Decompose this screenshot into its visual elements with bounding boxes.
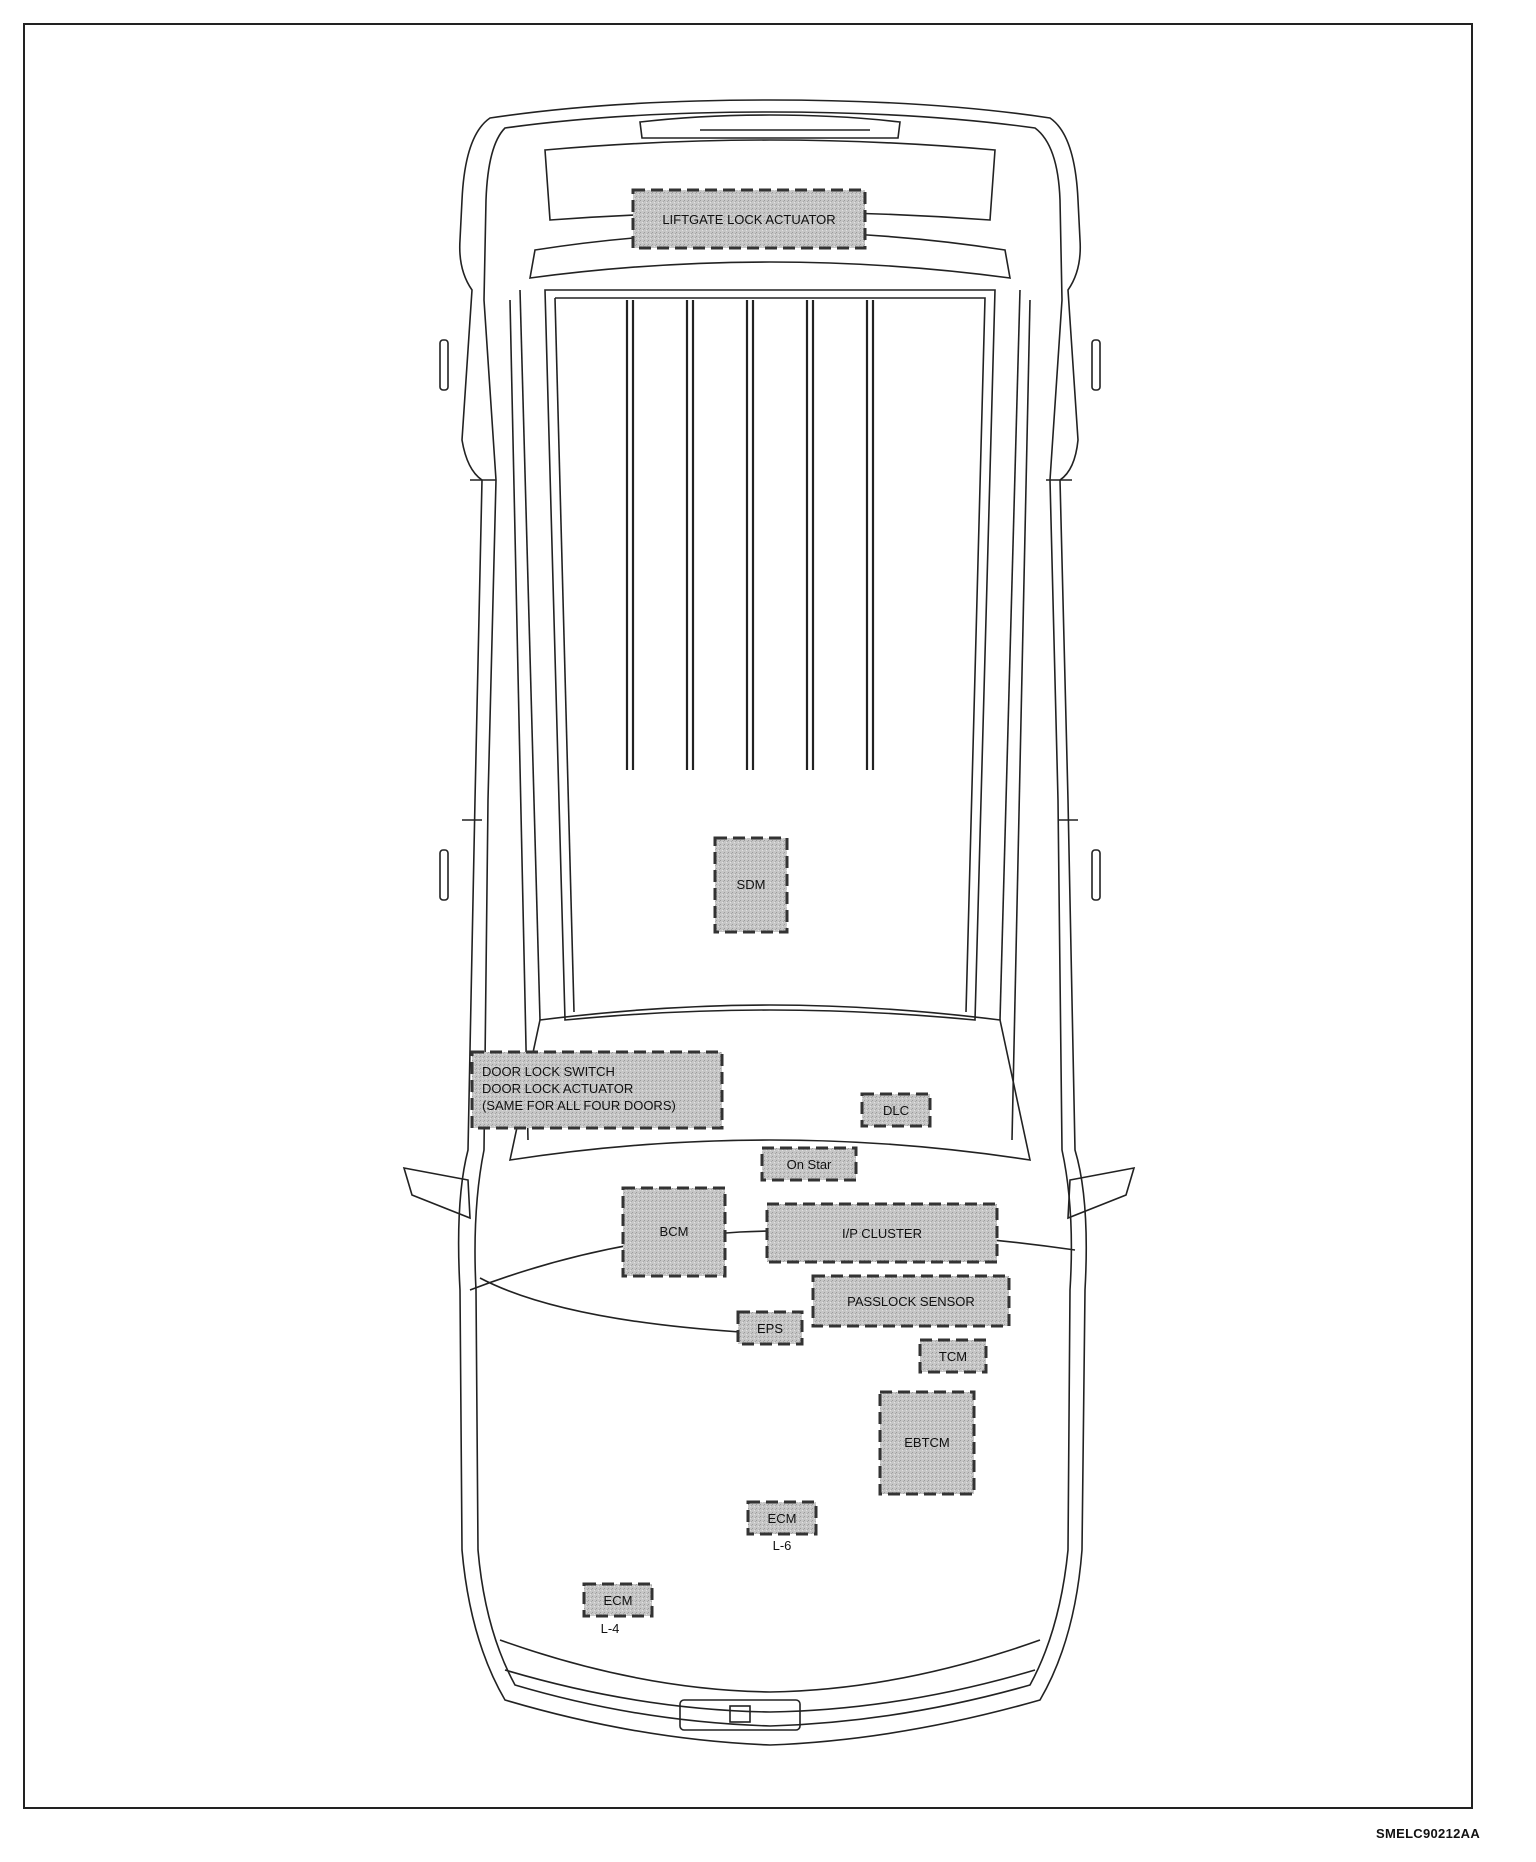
passlock-sensor-box <box>811 1274 1011 1328</box>
bcm-box <box>621 1186 727 1278</box>
door-lock-box <box>470 1050 724 1130</box>
door-lock-switch-label: DOOR LOCK SWITCH <box>482 1064 615 1079</box>
ebtcm-label: EBTCM <box>904 1435 950 1450</box>
ip-cluster-box <box>765 1202 999 1264</box>
liftgate-lock-actuator-label: LIFTGATE LOCK ACTUATOR <box>662 212 835 227</box>
door-lock-actuator-label: DOOR LOCK ACTUATOR <box>482 1081 633 1096</box>
sdm-box <box>713 836 789 934</box>
roof-ribs <box>625 300 875 770</box>
eps-label: EPS <box>757 1321 783 1336</box>
ecm-l6-label: ECM <box>768 1511 797 1526</box>
ecm-l4-label: ECM <box>604 1593 633 1608</box>
diagram-frame <box>23 23 1473 1809</box>
tcm-label: TCM <box>939 1349 967 1364</box>
document-id: SMELC90212AA <box>1376 1826 1481 1841</box>
liftgate-lock-actuator-box <box>631 188 867 250</box>
ebtcm-box <box>878 1390 976 1496</box>
ip-cluster-label: I/P CLUSTER <box>842 1226 922 1241</box>
dlc-label: DLC <box>883 1103 909 1118</box>
vehicle-outline <box>402 99 1136 1746</box>
ecm-l4-box <box>582 1582 654 1618</box>
ecm-l6-note: L-6 <box>773 1538 792 1553</box>
sdm-label: SDM <box>737 877 766 892</box>
bcm-label: BCM <box>660 1224 689 1239</box>
eps-box <box>736 1310 804 1346</box>
door-lock-note-label: (SAME FOR ALL FOUR DOORS) <box>482 1098 676 1113</box>
ecm-l6-box <box>746 1500 818 1536</box>
ecm-l4-note: L-4 <box>601 1621 620 1636</box>
onstar-box <box>760 1146 858 1182</box>
dlc-box <box>860 1092 932 1128</box>
tcm-box <box>918 1338 988 1374</box>
passlock-sensor-label: PASSLOCK SENSOR <box>847 1294 975 1309</box>
component-boxes <box>470 188 1011 1618</box>
onstar-label: On Star <box>787 1157 832 1172</box>
